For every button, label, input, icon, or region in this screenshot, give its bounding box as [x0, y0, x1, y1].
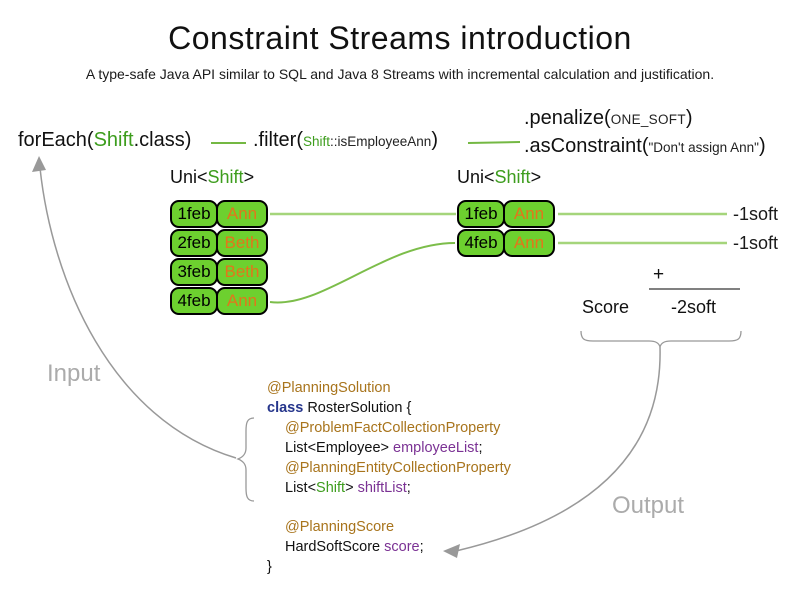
input-arrowhead-icon: [32, 156, 46, 172]
score-total: -2soft: [671, 297, 717, 317]
right-stream-table: 1feb Ann 4feb Ann: [457, 200, 555, 258]
foreach-type: Shift: [93, 129, 134, 151]
filter-method: ::isEmployeeAnn: [330, 134, 432, 149]
employee-cell: Ann: [503, 200, 555, 228]
foreach-call: forEach(Shift.class): [18, 129, 191, 152]
code-token: @ProblemFactCollectionProperty: [285, 420, 501, 436]
page-title: Constraint Streams introduction: [168, 20, 632, 56]
code-token: >: [345, 480, 358, 496]
header-pre: Uni<: [170, 167, 208, 187]
filter-pre: .filter(: [253, 129, 303, 151]
code-token: class: [267, 400, 308, 416]
code-token: @PlanningSolution: [267, 380, 391, 396]
asconstraint-call: .asConstraint("Don't assign Ann"): [524, 135, 766, 158]
left-stream-table: 1feb Ann 2feb Beth 3feb Beth 4feb Ann: [170, 200, 268, 316]
table-row: 1feb Ann: [170, 200, 268, 228]
code-token: @PlanningScore: [285, 519, 395, 535]
flow-connector-2: [467, 141, 521, 144]
code-token: shiftList: [357, 480, 407, 496]
penalize-arg: ONE_SOFT: [610, 112, 686, 127]
code-line-blank: [267, 498, 511, 517]
subtitle: A type-safe Java API similar to SQL and …: [85, 66, 715, 82]
code-token: }: [267, 559, 272, 575]
filter-post: ): [431, 129, 438, 151]
penalize-call: .penalize(ONE_SOFT): [524, 107, 693, 130]
date-cell: 1feb: [457, 200, 505, 228]
asconstraint-post: ): [758, 135, 766, 157]
code-brace: [236, 417, 255, 502]
foreach-post: .class): [133, 129, 192, 151]
employee-cell: Ann: [216, 200, 268, 228]
header-post: >: [530, 167, 542, 187]
code-token: score: [384, 539, 420, 555]
code-line: @PlanningScore: [267, 517, 511, 537]
input-label: Input: [47, 360, 101, 387]
penalty-value: -1soft: [733, 204, 779, 224]
employee-cell: Ann: [503, 229, 555, 257]
filter-type: Shift: [303, 134, 331, 149]
output-label: Output: [612, 492, 685, 519]
code-token: @PlanningEntityCollectionProperty: [285, 460, 511, 476]
foreach-pre: forEach(: [18, 129, 94, 151]
left-stream-header: Uni<Shift>: [170, 167, 254, 188]
asconstraint-arg: "Don't assign Ann": [648, 140, 759, 155]
score-label: Score: [582, 297, 630, 317]
table-row: 3feb Beth: [170, 258, 268, 286]
table-row: 4feb Ann: [457, 229, 555, 257]
right-stream-header: Uni<Shift>: [457, 167, 541, 188]
code-block: @PlanningSolution class RosterSolution {…: [267, 378, 511, 577]
filter-call: .filter(Shift::isEmployeeAnn): [253, 129, 438, 152]
header-pre: Uni<: [457, 167, 495, 187]
code-line: @PlanningSolution: [267, 378, 511, 398]
code-token: HardSoftScore: [285, 539, 385, 555]
score-brace: [580, 330, 742, 348]
code-token: List<: [285, 480, 317, 496]
table-row: 1feb Ann: [457, 200, 555, 228]
code-line: @ProblemFactCollectionProperty: [267, 418, 511, 438]
code-line: List<Shift> shiftList;: [267, 478, 511, 498]
penalty-value: -1soft: [733, 233, 779, 253]
code-line: }: [267, 557, 511, 577]
code-token: ;: [419, 539, 424, 555]
employee-cell: Beth: [216, 229, 268, 257]
plus-sign: +: [653, 264, 665, 285]
penalize-pre: .penalize(: [524, 107, 611, 129]
header-type: Shift: [207, 167, 244, 187]
code-line: @PlanningEntityCollectionProperty: [267, 458, 511, 478]
penalize-post: ): [685, 107, 693, 129]
code-line: class RosterSolution {: [267, 398, 511, 418]
employee-cell: Ann: [216, 287, 268, 315]
code-line: List<Employee> employeeList;: [267, 438, 511, 458]
table-row: 4feb Ann: [170, 287, 268, 315]
date-cell: 4feb: [170, 287, 218, 315]
code-token: Shift: [316, 480, 346, 496]
code-token: ;: [406, 480, 411, 496]
header-post: >: [243, 167, 255, 187]
row-connector-4feb: [269, 242, 456, 304]
employee-cell: Beth: [216, 258, 268, 286]
date-cell: 2feb: [170, 229, 218, 257]
code-token: ;: [478, 440, 483, 456]
code-token: List<Employee>: [285, 440, 394, 456]
code-token: employeeList: [393, 440, 479, 456]
header-type: Shift: [494, 167, 531, 187]
asconstraint-pre: .asConstraint(: [524, 135, 649, 157]
date-cell: 4feb: [457, 229, 505, 257]
code-line: HardSoftScore score;: [267, 537, 511, 557]
date-cell: 3feb: [170, 258, 218, 286]
table-row: 2feb Beth: [170, 229, 268, 257]
date-cell: 1feb: [170, 200, 218, 228]
code-token: RosterSolution {: [307, 400, 412, 416]
